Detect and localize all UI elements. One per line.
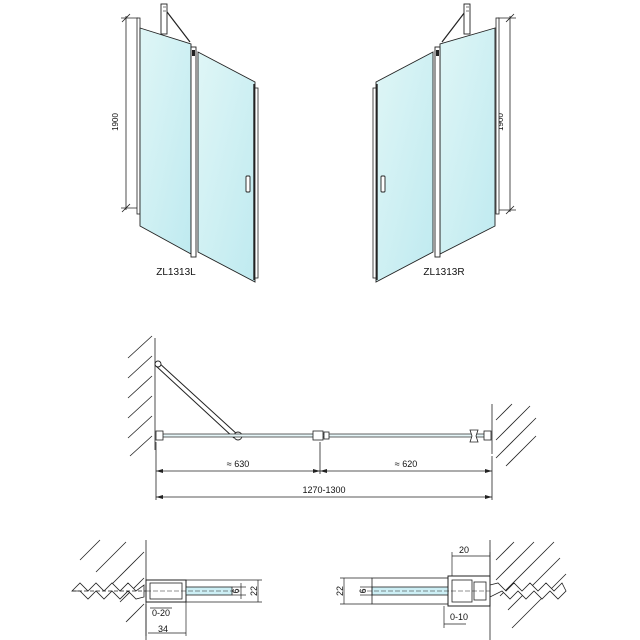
- plan-stabilizer-arm: [157, 361, 239, 436]
- height-label-left: 1900: [111, 113, 120, 131]
- plan-view: ≈ 630 ≈ 620 1270-1300: [127, 335, 537, 500]
- detail-left-depth-label: 34: [158, 624, 168, 634]
- detail-right-height-label: 22: [335, 586, 345, 596]
- stabilizer-bracket-right: [463, 3, 471, 35]
- door-glass-right: [375, 51, 434, 283]
- wall-hatch-left: [127, 335, 156, 457]
- detail-left-height-label: 22: [249, 586, 259, 596]
- door-glass-left: [197, 51, 256, 283]
- fixed-glass-left: [139, 27, 192, 255]
- detail-left-anchor: [71, 582, 146, 600]
- detail-left-wall-hatch: [79, 539, 147, 640]
- height-dimension-right: [498, 13, 516, 215]
- model-label-right: ZL1313R: [423, 267, 464, 278]
- model-label-left: ZL1313L: [156, 267, 196, 278]
- wall-profile-right: [495, 17, 500, 215]
- stabilizer-bracket-left: [160, 3, 168, 35]
- detail-right-adjust-label: 0-10: [450, 612, 468, 622]
- detail-left: 6 22 0-20 34: [71, 539, 262, 640]
- door-handle-right[interactable]: [380, 175, 386, 193]
- height-label-right: 1900: [496, 113, 505, 131]
- middle-profile-right: [434, 46, 441, 258]
- middle-profile-left: [190, 46, 197, 258]
- detail-right: 20 22 6 0-10: [335, 540, 567, 640]
- plan-middle-joint: [312, 430, 324, 441]
- detail-left-glass-label: 6: [231, 588, 241, 593]
- plan-door-seal: [469, 429, 479, 443]
- door-width-label: ≈ 630: [227, 459, 249, 469]
- total-width-label: 1270-1300: [302, 485, 345, 495]
- door-handle-left[interactable]: [245, 175, 251, 193]
- fixed-width-label: ≈ 620: [395, 459, 417, 469]
- detail-right-top-label: 20: [459, 545, 469, 555]
- fixed-glass-right: [439, 27, 496, 255]
- elevation-left: 1900 ZL1313L: [111, 3, 259, 283]
- height-dimension-left: [121, 13, 138, 213]
- stabilizer-bar-left: [163, 7, 191, 43]
- detail-right-anchor: [489, 582, 567, 600]
- plan-wall-mount: [154, 360, 162, 368]
- elevation-right: 1900 ZL1313R: [372, 3, 516, 283]
- wall-hatch-right: [491, 403, 537, 467]
- detail-left-adjust-label: 0-20: [152, 608, 170, 618]
- detail-right-glass-label: 6: [358, 588, 368, 593]
